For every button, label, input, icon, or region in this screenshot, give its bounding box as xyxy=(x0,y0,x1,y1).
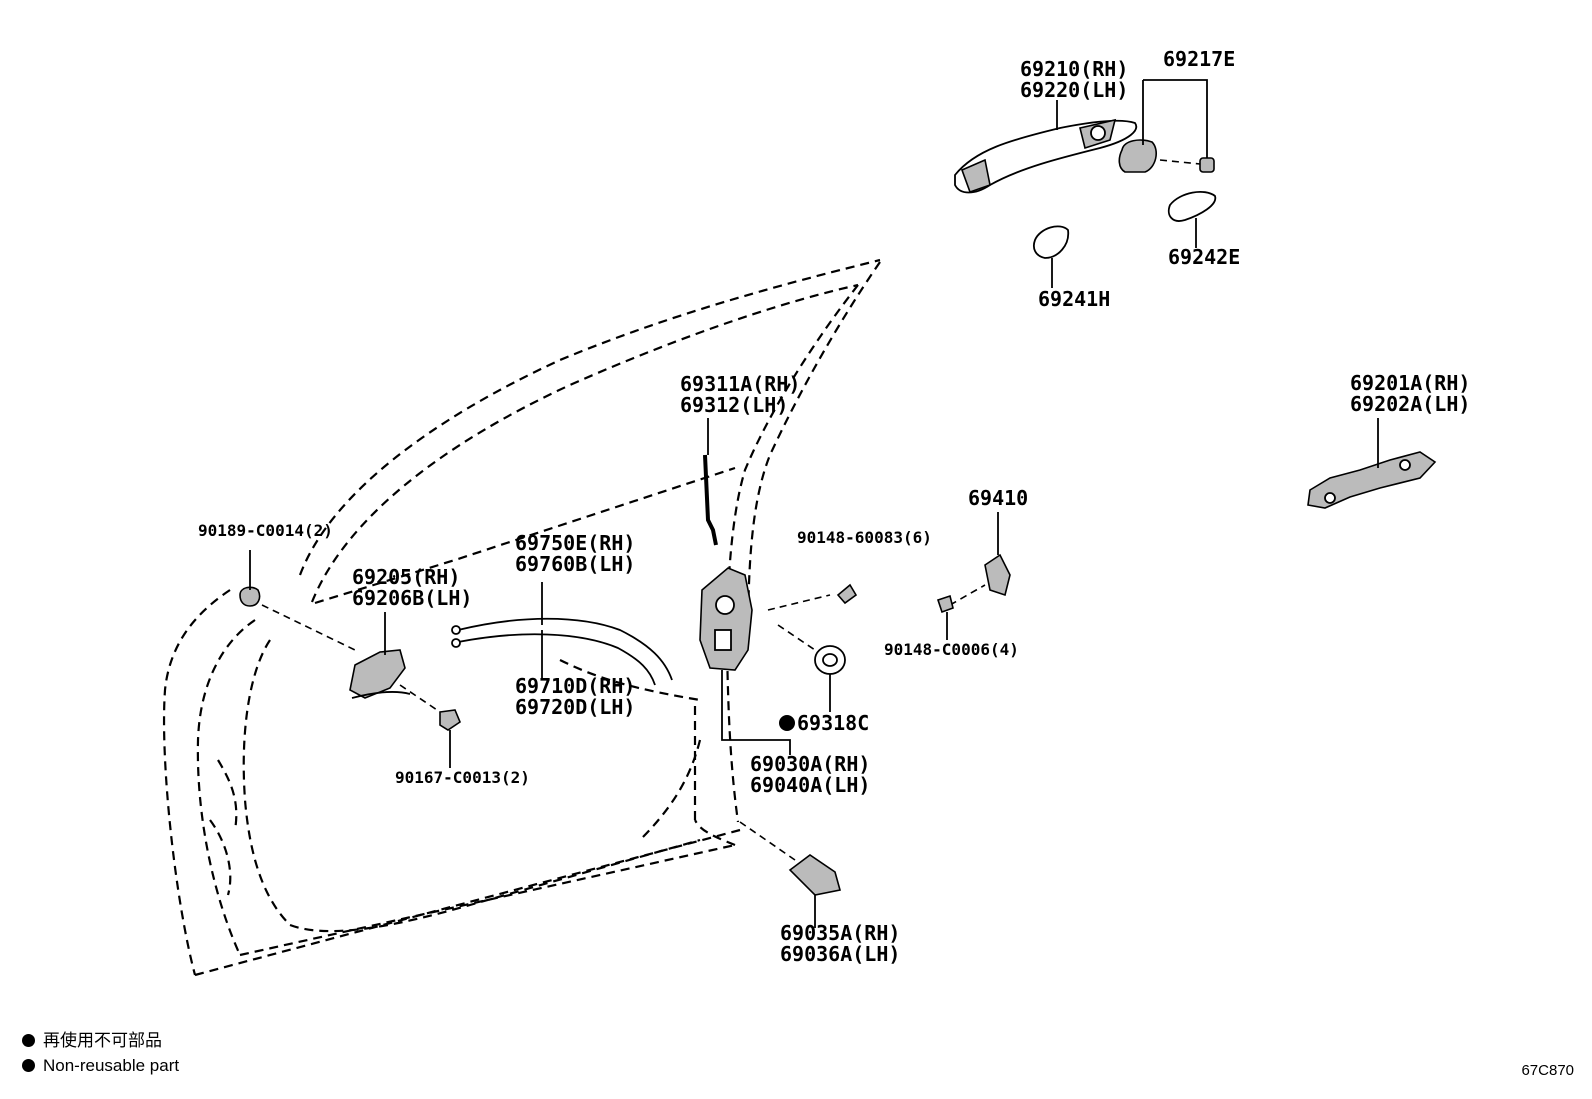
door-outline xyxy=(162,258,881,977)
handle-pad-part xyxy=(1032,225,1070,259)
label-90148-60083: 90148-60083(6) xyxy=(797,528,932,547)
inside-handle-part xyxy=(349,649,411,699)
label-69318C: 69318C xyxy=(797,711,869,735)
label-69036A: 69036A(LH) xyxy=(780,942,900,966)
label-69030A: 69030A(RH) xyxy=(750,752,870,776)
label-69750E: 69750E(RH) xyxy=(515,531,635,555)
label-69720D: 69720D(LH) xyxy=(515,695,635,719)
label-69312: 69312(LH) xyxy=(680,393,788,417)
label-90167: 90167-C0013(2) xyxy=(395,768,530,787)
legend-dot-icon xyxy=(22,1034,35,1047)
label-69410: 69410 xyxy=(968,486,1028,510)
legend-text-en: Non-reusable part xyxy=(43,1056,180,1075)
door-lock-part xyxy=(699,567,753,671)
legend: 再使用不可部品 Non-reusable part xyxy=(22,1028,179,1078)
label-69241H: 69241H xyxy=(1038,287,1110,311)
label-69040A: 69040A(LH) xyxy=(750,773,870,797)
cable-part xyxy=(451,617,673,686)
legend-row-jp: 再使用不可部品 xyxy=(22,1028,179,1053)
legend-row-en: Non-reusable part xyxy=(22,1053,179,1078)
label-69710D: 69710D(RH) xyxy=(515,674,635,698)
label-69242E: 69242E xyxy=(1168,245,1240,269)
lock-cover-part xyxy=(788,854,842,896)
screw-part xyxy=(439,709,461,731)
non-reusable-marker xyxy=(779,715,795,731)
handle-frame-part xyxy=(1307,451,1437,509)
diagram-code: 67C870 xyxy=(1521,1062,1574,1079)
label-69311A: 69311A(RH) xyxy=(680,372,800,396)
label-69220: 69220(LH) xyxy=(1020,78,1128,102)
label-69205: 69205(RH) xyxy=(352,565,460,589)
label-90148-C0006: 90148-C0006(4) xyxy=(884,640,1019,659)
label-69210: 69210(RH) xyxy=(1020,57,1128,81)
label-90189: 90189-C0014(2) xyxy=(198,521,333,540)
screw-part xyxy=(836,583,858,605)
label-69760B: 69760B(LH) xyxy=(515,552,635,576)
label-69206B: 69206B(LH) xyxy=(352,586,472,610)
label-69202A: 69202A(LH) xyxy=(1350,392,1470,416)
clip-part xyxy=(239,586,261,607)
label-69217E: 69217E xyxy=(1163,47,1235,71)
legend-text-jp: 再使用不可部品 xyxy=(43,1031,162,1050)
screw-part xyxy=(936,594,954,614)
cylinder-cover-part xyxy=(1118,139,1215,173)
legend-dot-icon xyxy=(22,1059,35,1072)
lock-rod-part xyxy=(703,454,718,546)
label-69035A: 69035A(RH) xyxy=(780,921,900,945)
label-69201A: 69201A(RH) xyxy=(1350,371,1470,395)
handle-pad-part xyxy=(1167,191,1217,222)
striker-part xyxy=(984,553,1011,597)
outside-handle-part xyxy=(954,118,1138,194)
